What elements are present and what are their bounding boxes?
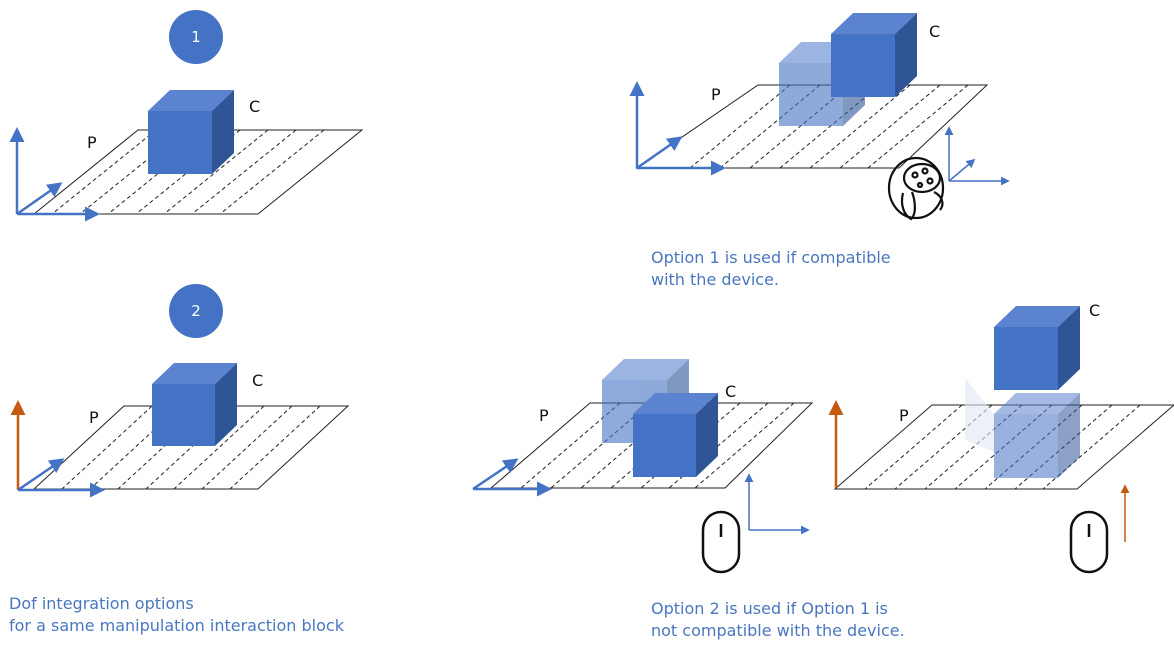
cube-ghost: [994, 393, 1080, 478]
vr-controller-icon: [887, 156, 945, 221]
plane-label: P: [87, 133, 97, 152]
axes-icon: [629, 81, 726, 176]
cube: [148, 90, 234, 174]
caption-line: Option 1 is used if compatible: [651, 248, 891, 267]
axes-icon: [10, 400, 105, 498]
cube: [633, 393, 718, 477]
panel-option-1-vr-device: P C: [629, 13, 1010, 221]
caption-line: Option 2 is used if Option 1 is: [651, 599, 888, 618]
caption-option-1: Option 1 is used if compatible with the …: [651, 247, 891, 291]
mouse-icon: [701, 510, 741, 574]
plane-label: P: [539, 406, 549, 425]
panel-option-2-mouse-planar: P C: [472, 359, 814, 574]
step-badge-2: [169, 284, 223, 338]
step-number-1: 1: [191, 28, 201, 46]
cube-label: C: [725, 382, 736, 401]
device-axes-icon: [744, 473, 810, 535]
caption-dof-integration: Dof integration options for a same manip…: [9, 593, 344, 637]
cube-label: C: [929, 22, 940, 41]
plane-label: P: [899, 406, 909, 425]
axes-icon: [9, 127, 100, 222]
step-number-2: 2: [191, 302, 201, 320]
caption-line: with the device.: [651, 270, 780, 289]
caption-option-2: Option 2 is used if Option 1 is not comp…: [651, 598, 905, 642]
cube-shadow: [965, 378, 994, 452]
cube: [994, 306, 1080, 390]
plane-label: P: [89, 408, 99, 427]
cube-label: C: [249, 97, 260, 116]
panel-option-1-integrated: 1 P C: [9, 10, 364, 222]
mouse-icon: [1069, 510, 1109, 574]
plane-label: P: [711, 85, 721, 104]
axes-icon: [472, 458, 552, 497]
panel-option-2-mouse-vertical: P C: [828, 301, 1174, 574]
step-badge-1: [169, 10, 223, 64]
device-axes-icon: [944, 126, 1010, 186]
cube-label: C: [252, 371, 263, 390]
caption-line: for a same manipulation interaction bloc…: [9, 616, 344, 635]
panel-option-2-separated: 2 P C: [10, 284, 350, 498]
cube: [152, 363, 237, 446]
cube: [831, 13, 917, 97]
cube-label: C: [1089, 301, 1100, 320]
caption-line: Dof integration options: [9, 594, 194, 613]
caption-line: not compatible with the device.: [651, 621, 905, 640]
